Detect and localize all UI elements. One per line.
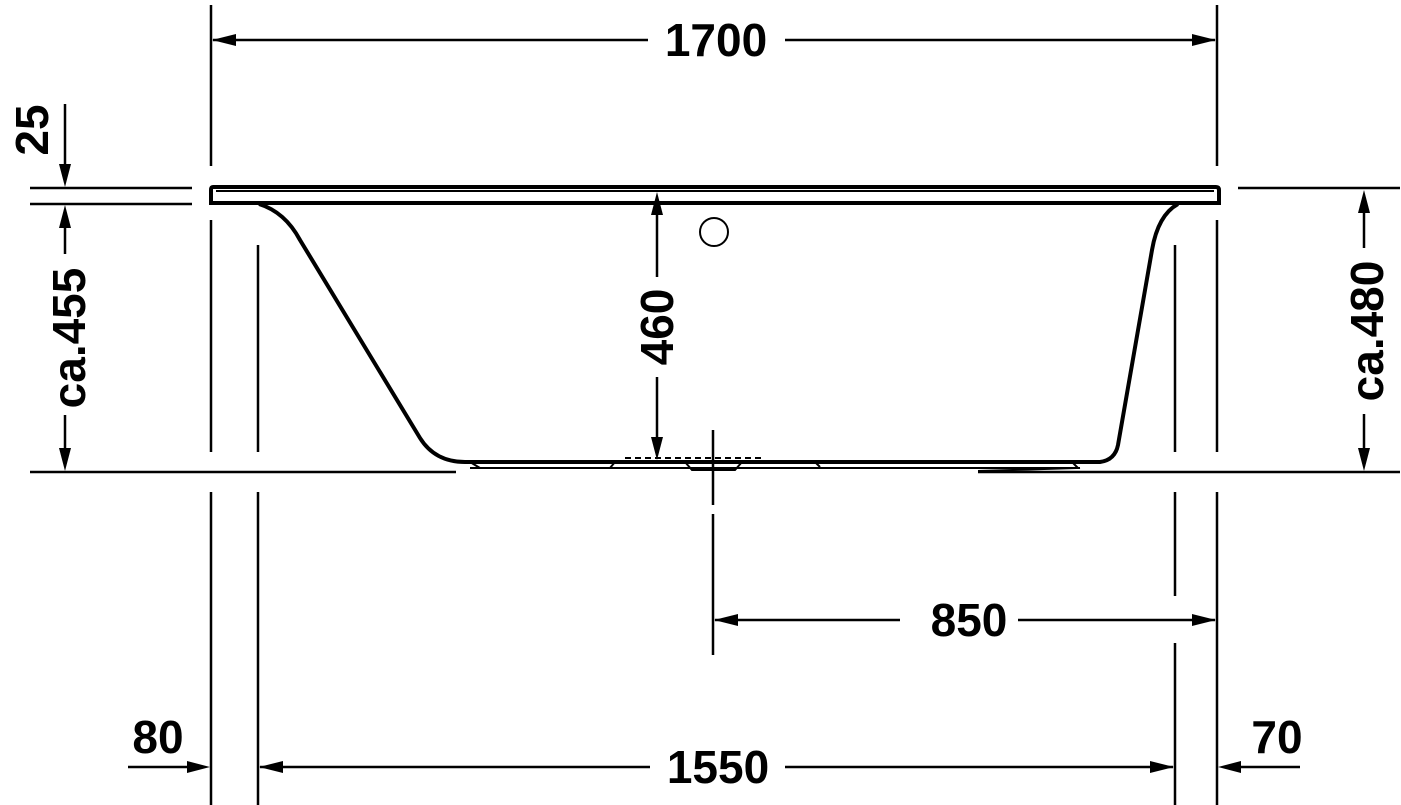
right-height-label: ca.480 (1341, 261, 1393, 402)
left-offset-label: 80 (132, 711, 183, 763)
drain-offset-label: 850 (931, 594, 1008, 646)
dimension-right-offset: 70 (1218, 711, 1303, 773)
dimension-overall-length: 1700 (212, 14, 1216, 66)
dimension-inner-length: 1550 (259, 741, 1174, 793)
inner-length-label: 1550 (667, 741, 769, 793)
overflow-hole-icon (699, 217, 729, 247)
dimension-right-height: ca.480 (1341, 190, 1393, 471)
rim-thickness-label: 25 (6, 104, 58, 155)
bathtub-outline (209, 185, 1221, 472)
right-offset-label: 70 (1251, 711, 1302, 763)
dimension-drain-offset: 850 (714, 594, 1216, 646)
reference-lines (30, 186, 1400, 474)
inner-depth-label: 460 (631, 289, 683, 366)
overall-length-label: 1700 (665, 14, 767, 66)
left-height-label: ca.455 (43, 268, 95, 409)
dimension-left-offset: 80 (128, 711, 210, 773)
dimension-left-height: ca.455 (43, 268, 95, 471)
dimension-inner-depth: 460 (631, 192, 683, 460)
dimension-rim-thickness: 25 (6, 104, 71, 254)
extension-lines (209, 5, 1219, 805)
